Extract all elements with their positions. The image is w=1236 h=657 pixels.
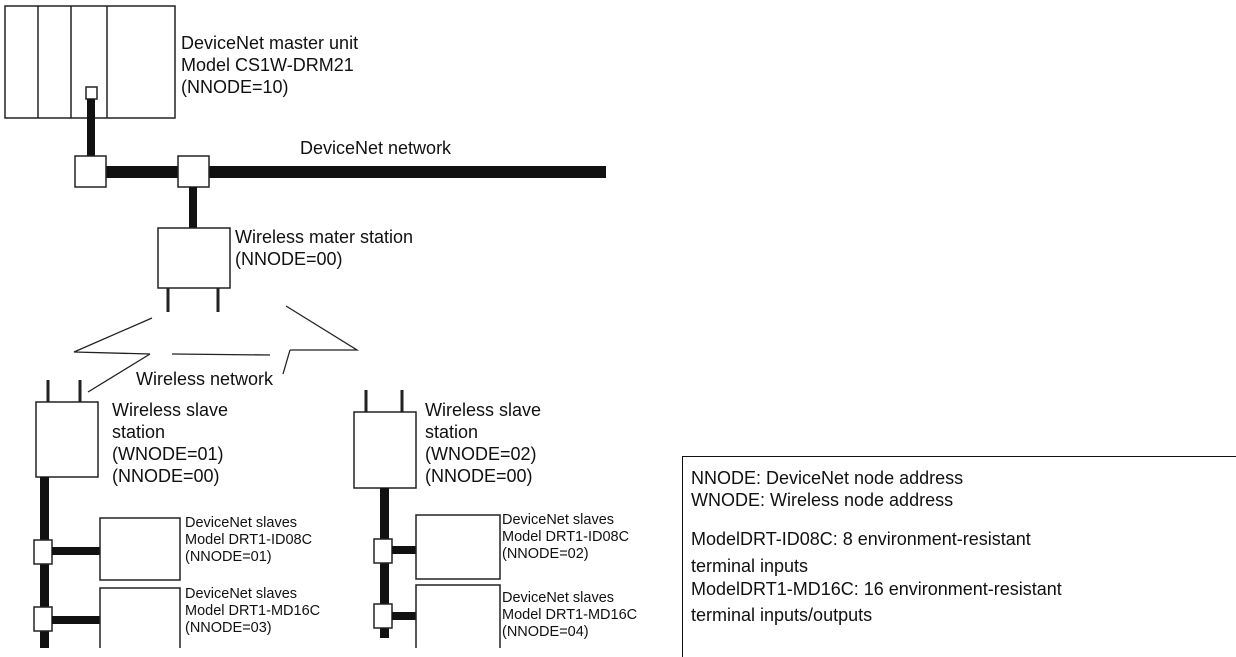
slave-right-name-2: station [425,422,479,442]
device-0-model: Model DRT1-ID08C [185,532,313,548]
slave-right-nnode: (NNODE=00) [425,466,533,486]
legend-nnode: NNODE: DeviceNet node address [691,468,964,488]
legend-id08c-1: ModelDRT-ID08C: 8 environment-resistant [691,529,1031,549]
device-3-model: Model DRT1-MD16C [502,607,638,623]
device-box-md16c-right [415,584,501,648]
wireless-slave-station-right [353,411,417,489]
master-unit-name: DeviceNet master unit [181,33,359,53]
wireless-master-station [157,227,231,289]
legend-md16c-1: ModelDRT1-MD16C: 16 environment-resistan… [691,579,1062,599]
tap-connector-wireless-master [177,155,210,188]
slave-right-drop-1 [392,546,416,554]
device-1-model: Model DRT1-MD16C [185,603,321,619]
legend-id08c-2: terminal inputs [691,556,809,576]
wireless-link-symbol [73,305,360,393]
wireless-master-label: Wireless mater station(NNODE=00) [235,226,413,270]
wireless-slave-station-left [35,401,99,478]
slave-right-drop-2 [392,612,416,620]
slave-left-tap-2 [33,606,53,632]
device-box-id08c-right [415,514,501,580]
slave-left-drop-2 [52,616,100,624]
master-unit-model: Model CS1W-DRM21 [181,55,354,75]
slave-left-name-2: station [112,422,166,442]
legend-wnode: WNODE: Wireless node address [691,490,954,510]
slave-left-name: Wireless slave [112,400,229,420]
wireless-master-nnode: (NNODE=00) [235,249,343,269]
device-3-nnode: (NNODE=04) [502,624,589,640]
device-box-md16c-left [99,587,181,648]
device-2-name: DeviceNet slaves [502,512,615,528]
device-box-id08c-left [99,517,181,581]
device-2-model: Model DRT1-ID08C [502,529,630,545]
device-2-nnode: (NNODE=02) [502,546,589,562]
devicenet-trunk-line [88,166,606,178]
slave-left-tap-1 [33,539,53,565]
slave-left-wnode: (WNODE=01) [112,444,224,464]
master-unit-port [85,86,98,100]
slave-left-nnode: (NNODE=00) [112,466,220,486]
slave-right-wnode: (WNODE=02) [425,444,537,464]
legend-box: NNODE: DeviceNet node address WNODE: Wir… [682,456,1236,657]
slave-right-name: Wireless slave [425,400,542,420]
master-unit-nnode: (NNODE=10) [181,77,289,97]
master-drop-cable [87,99,95,157]
slave-right-tap-1 [373,538,393,564]
legend-md16c-2: terminal inputs/outputs [691,605,873,625]
device-1-name: DeviceNet slaves [185,586,298,602]
wireless-network-label: Wireless network [136,369,274,389]
tap-connector-master [74,155,107,188]
slave-right-tap-2 [373,603,393,629]
device-3-name: DeviceNet slaves [502,590,615,606]
device-0-nnode: (NNODE=01) [185,549,272,565]
wireless-master-drop-cable [189,187,197,229]
devicenet-network-label: DeviceNet network [300,138,452,158]
wireless-master-name: Wireless mater station [235,227,414,247]
slave-left-drop-1 [52,547,100,555]
device-0-name: DeviceNet slaves [185,515,298,531]
device-1-nnode: (NNODE=03) [185,620,272,636]
